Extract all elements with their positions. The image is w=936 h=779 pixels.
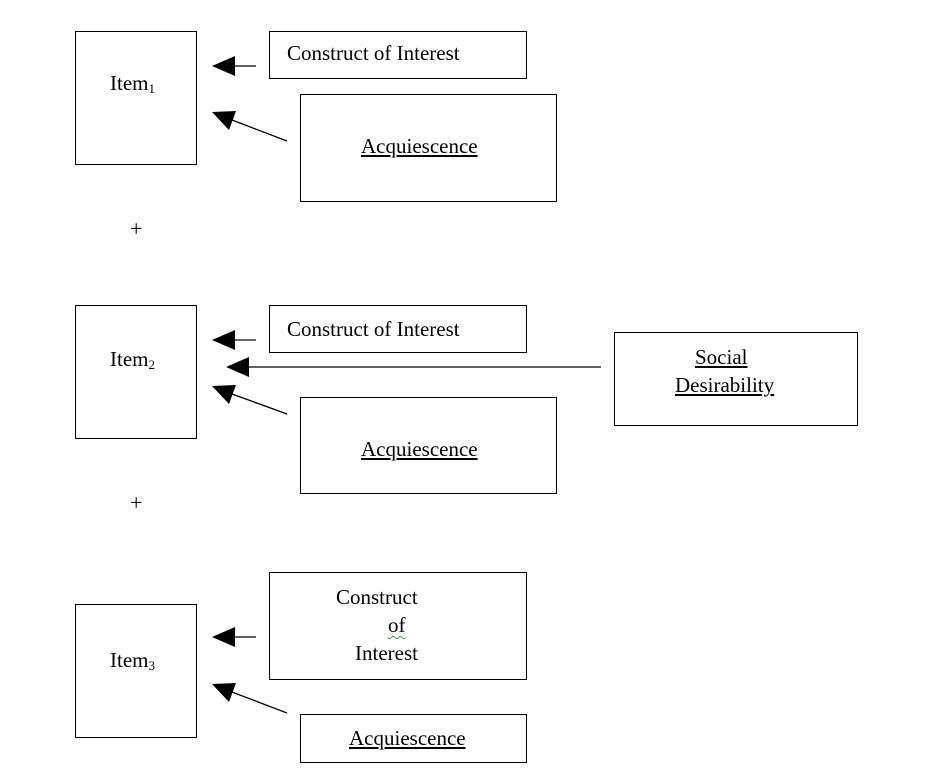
social-desirability-line-1: Social [695, 345, 748, 369]
construct-line-of: of [388, 613, 406, 637]
construct-of-interest-box-2: Construct of Interest [269, 305, 527, 353]
arrow-acquiescence-to-item-1 [212, 111, 288, 142]
acquiescence-box-1: Acquiescence [300, 94, 557, 202]
acquiescence-label-3: Acquiescence [349, 726, 466, 750]
arrow-acquiescence-to-item-2 [212, 385, 288, 415]
construct-of-interest-box-3: Construct of Interest [269, 572, 527, 680]
social-desirability-box: Social Desirability [614, 332, 858, 426]
construct-of-interest-label-1: Construct of Interest [287, 41, 460, 65]
construct-of-interest-label-2: Construct of Interest [287, 317, 460, 341]
plus-sign-1: + [130, 216, 143, 241]
item-2-box: Item2 [75, 305, 197, 439]
social-desirability-line-2: Desirability [675, 373, 775, 397]
arrow-acquiescence-to-item-3 [212, 683, 288, 714]
item-3-box: Item3 [75, 604, 197, 738]
construct-line-interest: Interest [355, 641, 418, 665]
item-1-label: Item1 [110, 71, 155, 96]
arrow-construct-to-item-1 [212, 56, 256, 76]
construct-line-construct: Construct [336, 585, 418, 609]
acquiescence-label-1: Acquiescence [361, 134, 478, 158]
construct-of-interest-box-1: Construct of Interest [269, 31, 527, 79]
plus-sign-2: + [130, 490, 143, 515]
acquiescence-box-3: Acquiescence [300, 714, 527, 763]
arrow-construct-to-item-2 [212, 330, 256, 350]
item-1-box: Item1 [75, 31, 197, 165]
acquiescence-label-2: Acquiescence [361, 437, 478, 461]
arrow-construct-to-item-3 [212, 627, 256, 647]
arrow-social-desirability-to-item-2 [226, 357, 601, 377]
item-2-label: Item2 [110, 347, 155, 372]
acquiescence-box-2: Acquiescence [300, 397, 557, 494]
item-3-label: Item3 [110, 648, 155, 673]
